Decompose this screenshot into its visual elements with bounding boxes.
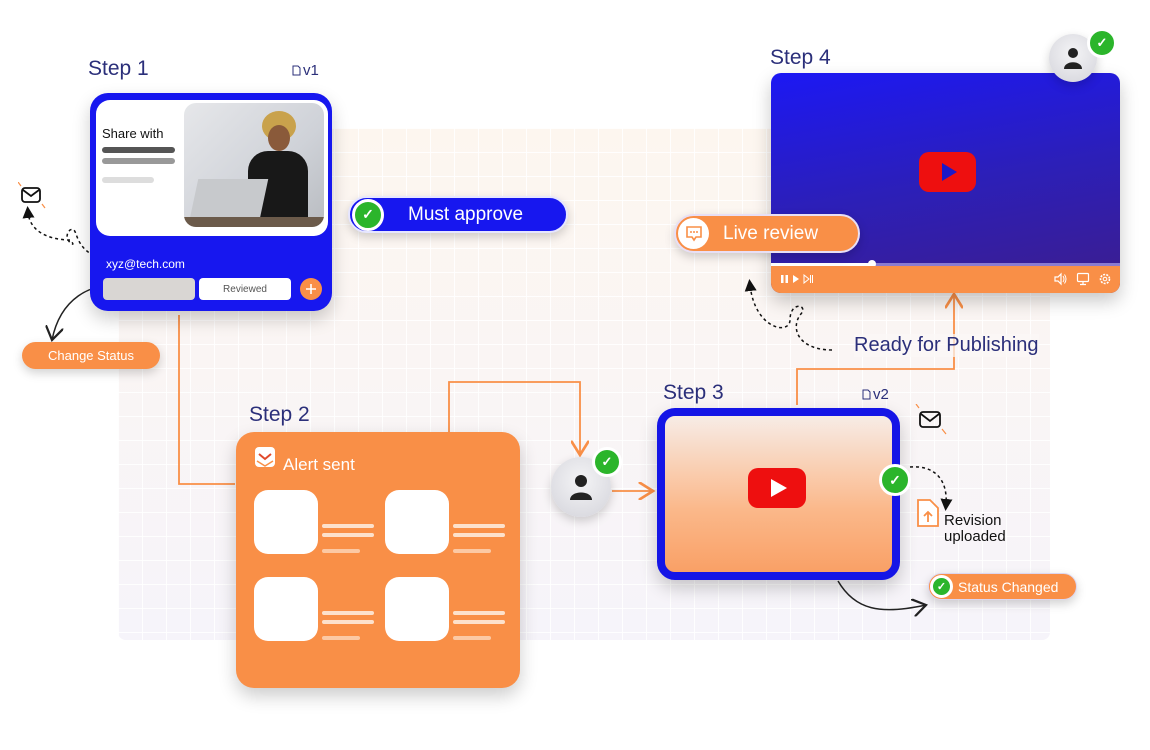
share-panel: Share with — [96, 100, 328, 236]
progress-track[interactable] — [771, 263, 1120, 266]
step1-card: Share with xyz@tech.com Reviewed — [90, 93, 332, 311]
must-approve-badge: ✓ Must approve — [348, 196, 568, 233]
text-line — [322, 620, 374, 624]
plus-icon[interactable] — [300, 278, 322, 300]
dotted-arrow-mail — [22, 206, 106, 261]
connector-step1-step2 — [178, 315, 235, 485]
control-bar — [771, 266, 1120, 293]
text-line — [322, 636, 360, 640]
check-icon: ✓ — [879, 464, 911, 496]
chat-icon — [678, 218, 709, 249]
arrow-status-changed — [837, 580, 926, 610]
thumbnail — [254, 577, 318, 641]
step1-label: Step 1 — [88, 57, 149, 80]
revision-uploaded-label: Revision uploaded — [944, 513, 1006, 545]
live-review-badge: Live review — [674, 214, 860, 253]
document-icon — [292, 65, 301, 76]
file-upload-icon — [916, 498, 940, 533]
user-icon — [570, 475, 592, 500]
step3-label: Step 3 — [663, 381, 724, 404]
check-icon: ✓ — [352, 198, 384, 231]
placeholder-bar — [102, 147, 175, 153]
thumbnail — [385, 490, 449, 554]
alert-sent-text: Alert sent — [283, 455, 355, 474]
text-line — [453, 549, 491, 553]
version-text: v1 — [303, 62, 319, 79]
alert-mail-icon — [253, 445, 279, 474]
text-line — [453, 636, 491, 640]
text-line — [322, 533, 374, 537]
step3-card — [657, 408, 900, 580]
status-changed-text: Status Changed — [958, 578, 1059, 595]
volume-icon[interactable] — [1053, 272, 1067, 286]
share-with-label: Share with — [102, 126, 164, 141]
live-review-text: Live review — [723, 222, 819, 244]
user-icon — [1064, 48, 1082, 69]
document-icon — [862, 389, 871, 400]
step2-label: Step 2 — [249, 403, 310, 426]
text-line — [453, 611, 505, 615]
ready-for-publishing-label: Ready for Publishing — [854, 334, 1039, 357]
mail-icon — [915, 403, 949, 443]
must-approve-text: Must approve — [408, 203, 524, 225]
status-field[interactable] — [103, 278, 195, 300]
youtube-play-icon[interactable] — [748, 468, 806, 508]
video-player[interactable] — [771, 73, 1120, 293]
revision-text: Revision — [944, 512, 1002, 529]
dotted-arrow-revision — [909, 466, 953, 511]
text-line — [322, 611, 374, 615]
connector-step2-reviewer — [448, 381, 580, 455]
gear-icon[interactable] — [1098, 272, 1112, 286]
youtube-play-icon[interactable] — [919, 152, 976, 192]
dotted-arrow-live-review — [744, 279, 833, 351]
placeholder-bar — [102, 177, 154, 183]
status-changed-badge: ✓ Status Changed — [928, 573, 1077, 600]
next-icon[interactable] — [803, 274, 813, 284]
version-text: v2 — [873, 386, 889, 403]
check-icon: ✓ — [592, 447, 622, 477]
step2-card: Alert sent — [236, 432, 520, 688]
text-line — [322, 524, 374, 528]
thumbnail — [254, 490, 318, 554]
monitor-icon[interactable] — [1076, 272, 1090, 286]
text-line — [322, 549, 360, 553]
email-text: xyz@tech.com — [106, 257, 185, 271]
check-icon: ✓ — [1087, 28, 1117, 58]
connector-step3-step4 — [796, 294, 954, 405]
step1-version: v1 — [292, 62, 319, 79]
check-icon: ✓ — [930, 575, 953, 598]
change-status-badge: Change Status — [22, 342, 160, 369]
step4-label: Step 4 — [770, 46, 831, 69]
mail-icon — [17, 181, 46, 215]
play-icon[interactable] — [792, 274, 800, 284]
reviewed-button[interactable]: Reviewed — [199, 278, 291, 300]
uploaded-text: uploaded — [944, 528, 1006, 545]
pause-icon[interactable] — [781, 274, 789, 284]
progress-handle[interactable] — [868, 260, 877, 268]
placeholder-bar — [102, 158, 175, 164]
thumbnail — [385, 577, 449, 641]
text-line — [453, 524, 505, 528]
progress-fill — [771, 263, 873, 266]
text-line — [453, 620, 505, 624]
step3-version: v2 — [862, 386, 889, 403]
text-line — [453, 533, 505, 537]
woman-laptop-photo — [184, 103, 324, 227]
